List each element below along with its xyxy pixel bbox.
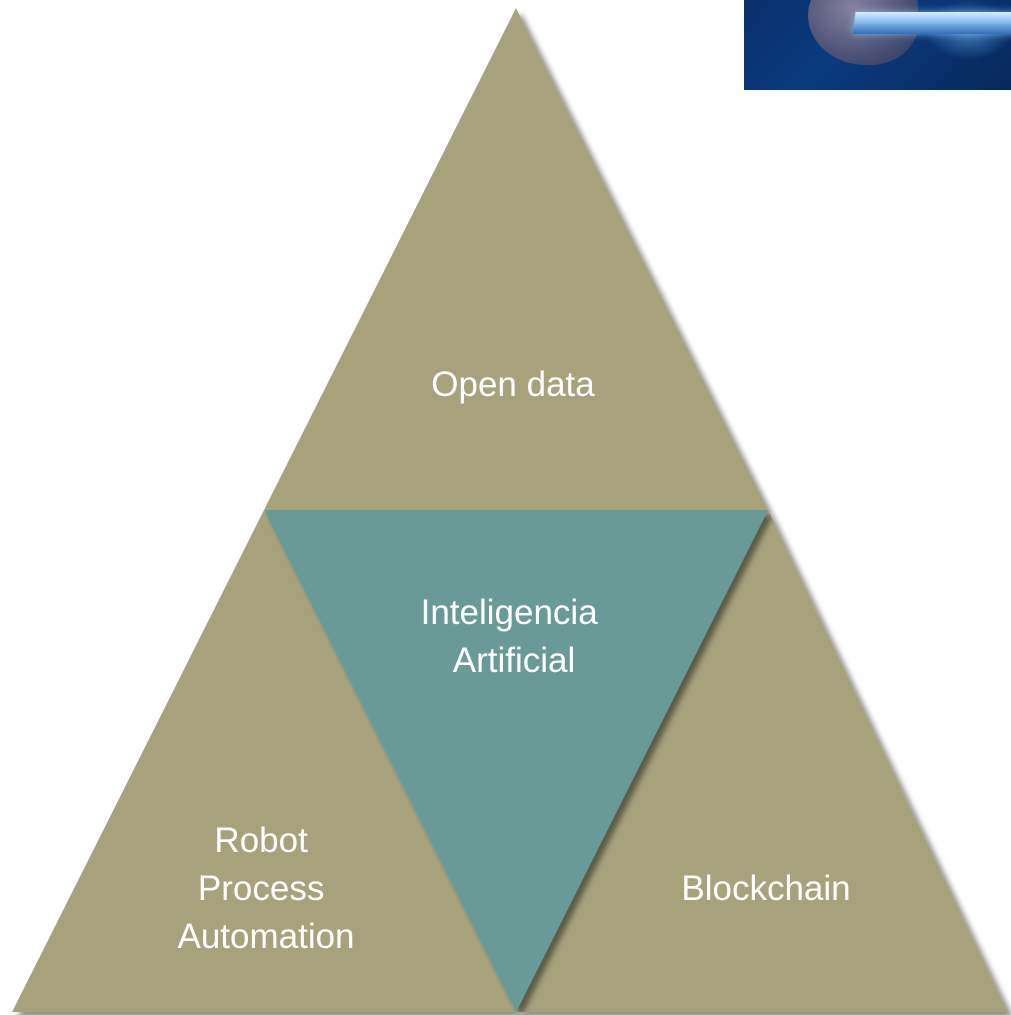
label-top: Open data [431, 365, 595, 404]
label-bottom-left-line-1: Robot [214, 821, 308, 860]
triangle-bottom-right [516, 510, 1008, 1012]
triangle-center [264, 510, 768, 1012]
triangle-bottom-left [12, 510, 516, 1012]
label-bottom-left-line-2: Process [198, 869, 324, 908]
label-bottom-left-line-3: Automation [177, 917, 354, 956]
label-center-line-2: Artificial [453, 641, 576, 680]
label-bottom-right: Blockchain [681, 869, 850, 908]
triangle-top [264, 8, 768, 510]
label-center: Inteligencia Artificial [421, 593, 608, 680]
hand-holding-tablet-photo [744, 0, 1011, 90]
label-bottom-left: Robot Process Automation [177, 821, 354, 956]
label-center-line-1: Inteligencia [421, 593, 599, 632]
